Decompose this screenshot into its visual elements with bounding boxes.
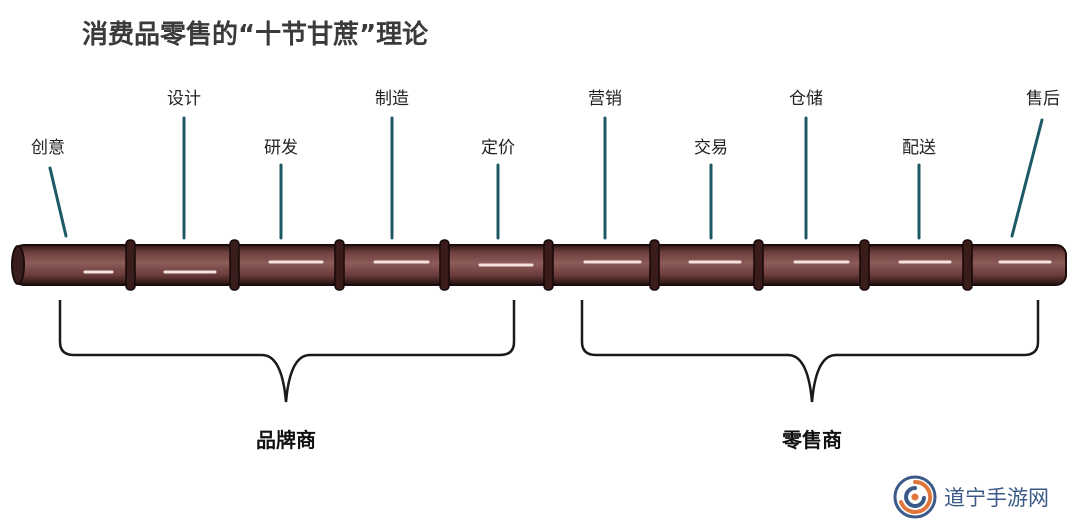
swirl-logo-icon <box>893 475 937 519</box>
cane-node <box>229 239 240 291</box>
segment-label-chuangyi: 创意 <box>31 138 65 158</box>
group-label-retailer: 零售商 <box>782 428 842 452</box>
brand-bracket <box>58 300 516 403</box>
segment-label-peisong: 配送 <box>902 138 936 158</box>
sugarcane-body <box>13 244 1067 286</box>
segment-label-yingxiao: 营销 <box>588 89 622 109</box>
segment-label-yanfa: 研发 <box>264 138 298 158</box>
cane-nodes <box>125 239 973 291</box>
group-label-brand: 品牌商 <box>256 428 316 452</box>
pointer-lines <box>48 116 1044 240</box>
cane-node <box>439 239 450 291</box>
cane-node <box>753 239 764 291</box>
segment-label-jiaoyi: 交易 <box>694 138 728 158</box>
cane-node <box>859 239 870 291</box>
watermark: 道宁手游网 <box>892 474 1049 520</box>
retailer-bracket <box>580 300 1040 403</box>
cane-node <box>334 239 345 291</box>
segment-label-shouhou: 售后 <box>1026 89 1060 109</box>
segment-label-sheji: 设计 <box>167 89 201 109</box>
segment-label-dingjia: 定价 <box>481 138 515 158</box>
cane-node <box>962 239 973 291</box>
watermark-text: 道宁手游网 <box>944 486 1049 510</box>
cane-left-end <box>11 245 25 285</box>
cane-highlights <box>83 260 1052 274</box>
pointer-line-chuangyi <box>48 166 68 238</box>
pointer-line-shouhou <box>1010 118 1044 238</box>
diagram-title: 消费品零售的“十节甘蔗”理论 <box>82 20 429 50</box>
cane-node <box>649 239 660 291</box>
cane-node <box>543 239 554 291</box>
cane-node <box>125 239 136 291</box>
segment-label-cangchu: 仓储 <box>789 89 823 109</box>
segment-label-zhizao: 制造 <box>375 89 409 109</box>
